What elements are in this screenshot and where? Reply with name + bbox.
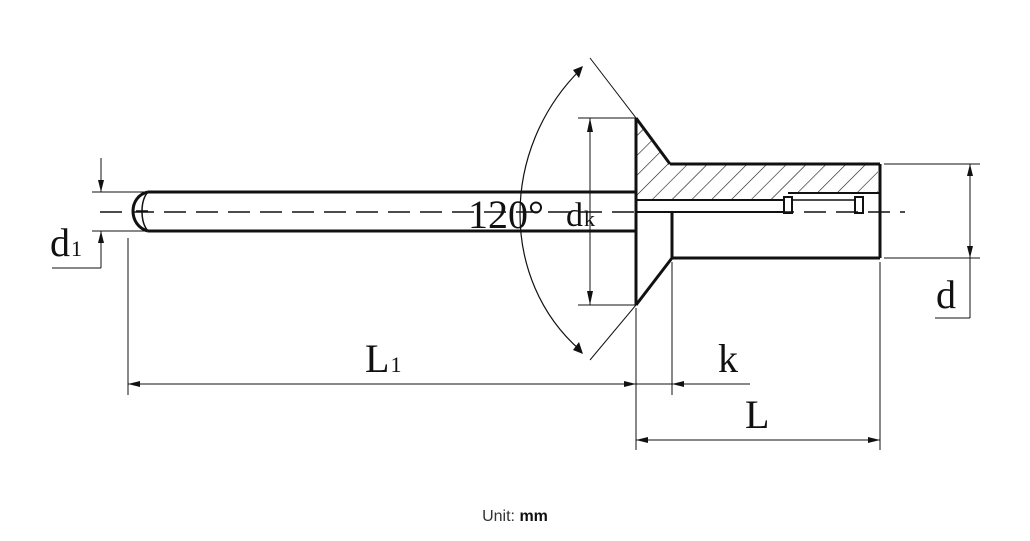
d1-label: d1 <box>50 220 82 265</box>
k-label: k <box>718 336 738 381</box>
l-label: L <box>745 392 769 437</box>
rivet-technical-drawing: d1 120° dk d L1 <box>50 57 980 450</box>
dk-dimension <box>578 117 636 306</box>
unit-caption-prefix: Unit: <box>482 508 515 525</box>
k-dimension <box>636 262 750 395</box>
unit-caption: Unit: mm <box>0 508 1030 526</box>
d1-dimension <box>52 158 148 269</box>
mandrel <box>131 190 785 233</box>
d-label: d <box>936 272 956 317</box>
l1-dimension <box>127 238 637 450</box>
dk-label: dk <box>566 197 595 234</box>
d-dimension <box>884 163 980 319</box>
angle-label: 120° <box>468 192 544 237</box>
rivet-body <box>634 117 882 306</box>
l-dimension <box>636 262 881 450</box>
unit-caption-value: mm <box>519 508 548 525</box>
l1-label: L1 <box>365 336 401 381</box>
angle-120-arc <box>519 57 637 361</box>
